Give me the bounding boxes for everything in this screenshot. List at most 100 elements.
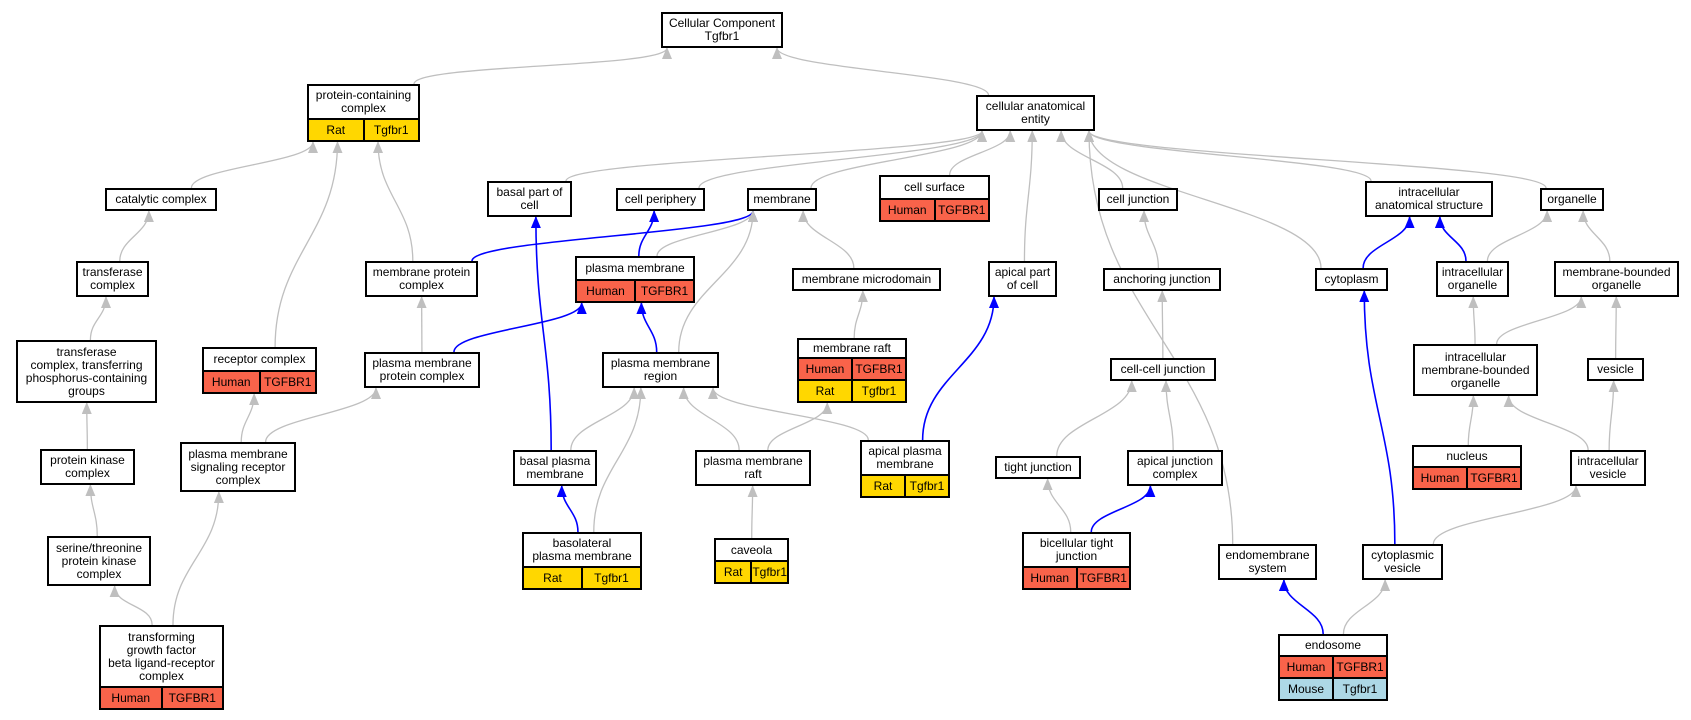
go-term-node[interactable]: anchoring junction: [1103, 268, 1221, 291]
edge-ias-to-cae: [1084, 130, 1372, 182]
edge-cj-to-cae: [1056, 130, 1124, 189]
edge-pmsrc-to-rc: [240, 393, 260, 443]
species-label: Human: [586, 284, 625, 298]
go-term-node[interactable]: tight junction: [995, 456, 1081, 479]
go-term-label: Cellular Component Tgfbr1: [668, 16, 776, 43]
go-term-node[interactable]: endomembrane system: [1218, 544, 1317, 580]
go-term-node[interactable]: cell junction: [1098, 188, 1178, 211]
edge-mpc-to-mem: [471, 210, 758, 262]
go-term-node[interactable]: plasma membrane signaling receptor compl…: [180, 442, 296, 492]
edge-mmd-to-mem: [798, 210, 855, 269]
go-term-label: cell junction: [1106, 192, 1170, 206]
edge-cyt-to-cae: [1084, 130, 1322, 269]
go-term-label: nucleus: [1446, 449, 1488, 463]
go-term-label: membrane microdomain: [801, 272, 932, 286]
gene-symbol: TGFBR1: [933, 200, 989, 220]
go-term-node[interactable]: transferase complex, transferring phosph…: [16, 340, 157, 403]
go-term-node[interactable]: transforming growth factor beta ligand-r…: [99, 625, 224, 710]
edge-mpc-to-pcc: [373, 141, 414, 262]
go-term-node[interactable]: cell periphery: [616, 188, 705, 211]
species-label: Human: [805, 362, 845, 376]
go-term-label: plasma membrane signaling receptor compl…: [188, 446, 288, 487]
go-term-node[interactable]: apical junction complex: [1127, 450, 1223, 486]
edge-csurf-to-cae: [949, 130, 1016, 176]
go-term-node[interactable]: plasma membrane region: [602, 352, 719, 388]
edge-mbo-to-org: [1578, 210, 1611, 262]
species-label: Human: [111, 691, 151, 705]
edge-bpm-to-pmr: [570, 387, 640, 451]
go-term-label: anchoring junction: [1113, 272, 1211, 286]
go-term-node[interactable]: vesicle: [1587, 358, 1644, 381]
edge-cv-to-cyt: [1359, 290, 1396, 545]
go-term-label: transferase complex: [82, 265, 143, 292]
go-term-node[interactable]: protein kinase complex: [40, 449, 135, 485]
go-term-node[interactable]: membrane: [747, 188, 817, 211]
edge-tcp-to-trc: [89, 296, 111, 341]
go-term-label: cell periphery: [624, 192, 697, 206]
go-term-node[interactable]: cell-cell junction: [1110, 358, 1216, 381]
edge-catc-to-pcc: [190, 141, 318, 189]
edge-pmsrc-to-pmpc: [264, 387, 381, 443]
edge-cav-to-pmraft: [747, 485, 758, 539]
go-term-label: membrane: [753, 192, 811, 206]
edge-aj-to-cj: [1139, 210, 1160, 269]
go-term-label: intracellular organelle: [1441, 265, 1504, 292]
go-term-label: intracellular anatomical structure: [1374, 185, 1484, 212]
go-term-node[interactable]: cytoplasmic vesicle: [1362, 544, 1443, 580]
go-term-node[interactable]: plasma membrane protein complex: [364, 352, 480, 388]
go-term-label: vesicle: [1597, 362, 1634, 376]
edge-bpm-to-bpc: [530, 216, 552, 451]
go-term-label: plasma membrane: [585, 261, 685, 275]
gene-symbol: Tgfbr1: [362, 120, 419, 140]
go-term-node[interactable]: intracellular membrane-bounded organelle: [1413, 344, 1538, 396]
go-term-node[interactable]: plasma membrane raft: [695, 450, 811, 486]
go-term-node[interactable]: transferase complex: [76, 261, 149, 297]
edge-pm-to-cper: [638, 210, 660, 257]
edge-pmraft-to-pmr: [678, 387, 740, 451]
edge-ajc-to-ccj: [1161, 380, 1174, 451]
go-term-label: transforming growth factor beta ligand-r…: [108, 629, 215, 683]
edge-imbo-to-mbo: [1496, 296, 1587, 345]
go-term-node[interactable]: intracellular organelle: [1436, 261, 1509, 297]
go-term-node[interactable]: intracellular anatomical structure: [1365, 181, 1493, 217]
edge-pmr-to-pm: [636, 302, 658, 353]
gene-symbol: TGFBR1: [851, 359, 905, 379]
go-term-node[interactable]: Cellular Component Tgfbr1: [661, 12, 783, 48]
go-term-node[interactable]: cytoplasm: [1315, 268, 1388, 291]
go-term-node[interactable]: basal part of cell: [487, 181, 572, 217]
gene-symbol: TGFBR1: [1075, 568, 1130, 588]
go-term-node[interactable]: serine/threonine protein kinase complex: [47, 536, 151, 586]
go-term-node[interactable]: catalytic complex: [105, 188, 217, 211]
go-term-node[interactable]: basal plasma membrane: [513, 450, 597, 486]
go-term-node[interactable]: cellular anatomical entity: [976, 95, 1095, 131]
go-term-node[interactable]: membrane microdomain: [792, 268, 941, 291]
go-term-label: transferase complex, transferring phosph…: [25, 344, 148, 398]
go-term-node[interactable]: membrane-bounded organelle: [1554, 261, 1679, 297]
go-term-node[interactable]: intracellular vesicle: [1570, 450, 1646, 486]
species-label: Rat: [543, 571, 562, 585]
go-term-node[interactable]: apical part of cell: [988, 261, 1057, 297]
go-term-node[interactable]: organelle: [1540, 188, 1604, 211]
go-term-node[interactable]: membrane protein complex: [365, 261, 478, 297]
go-term-label: cytoplasmic vesicle: [1371, 548, 1434, 575]
